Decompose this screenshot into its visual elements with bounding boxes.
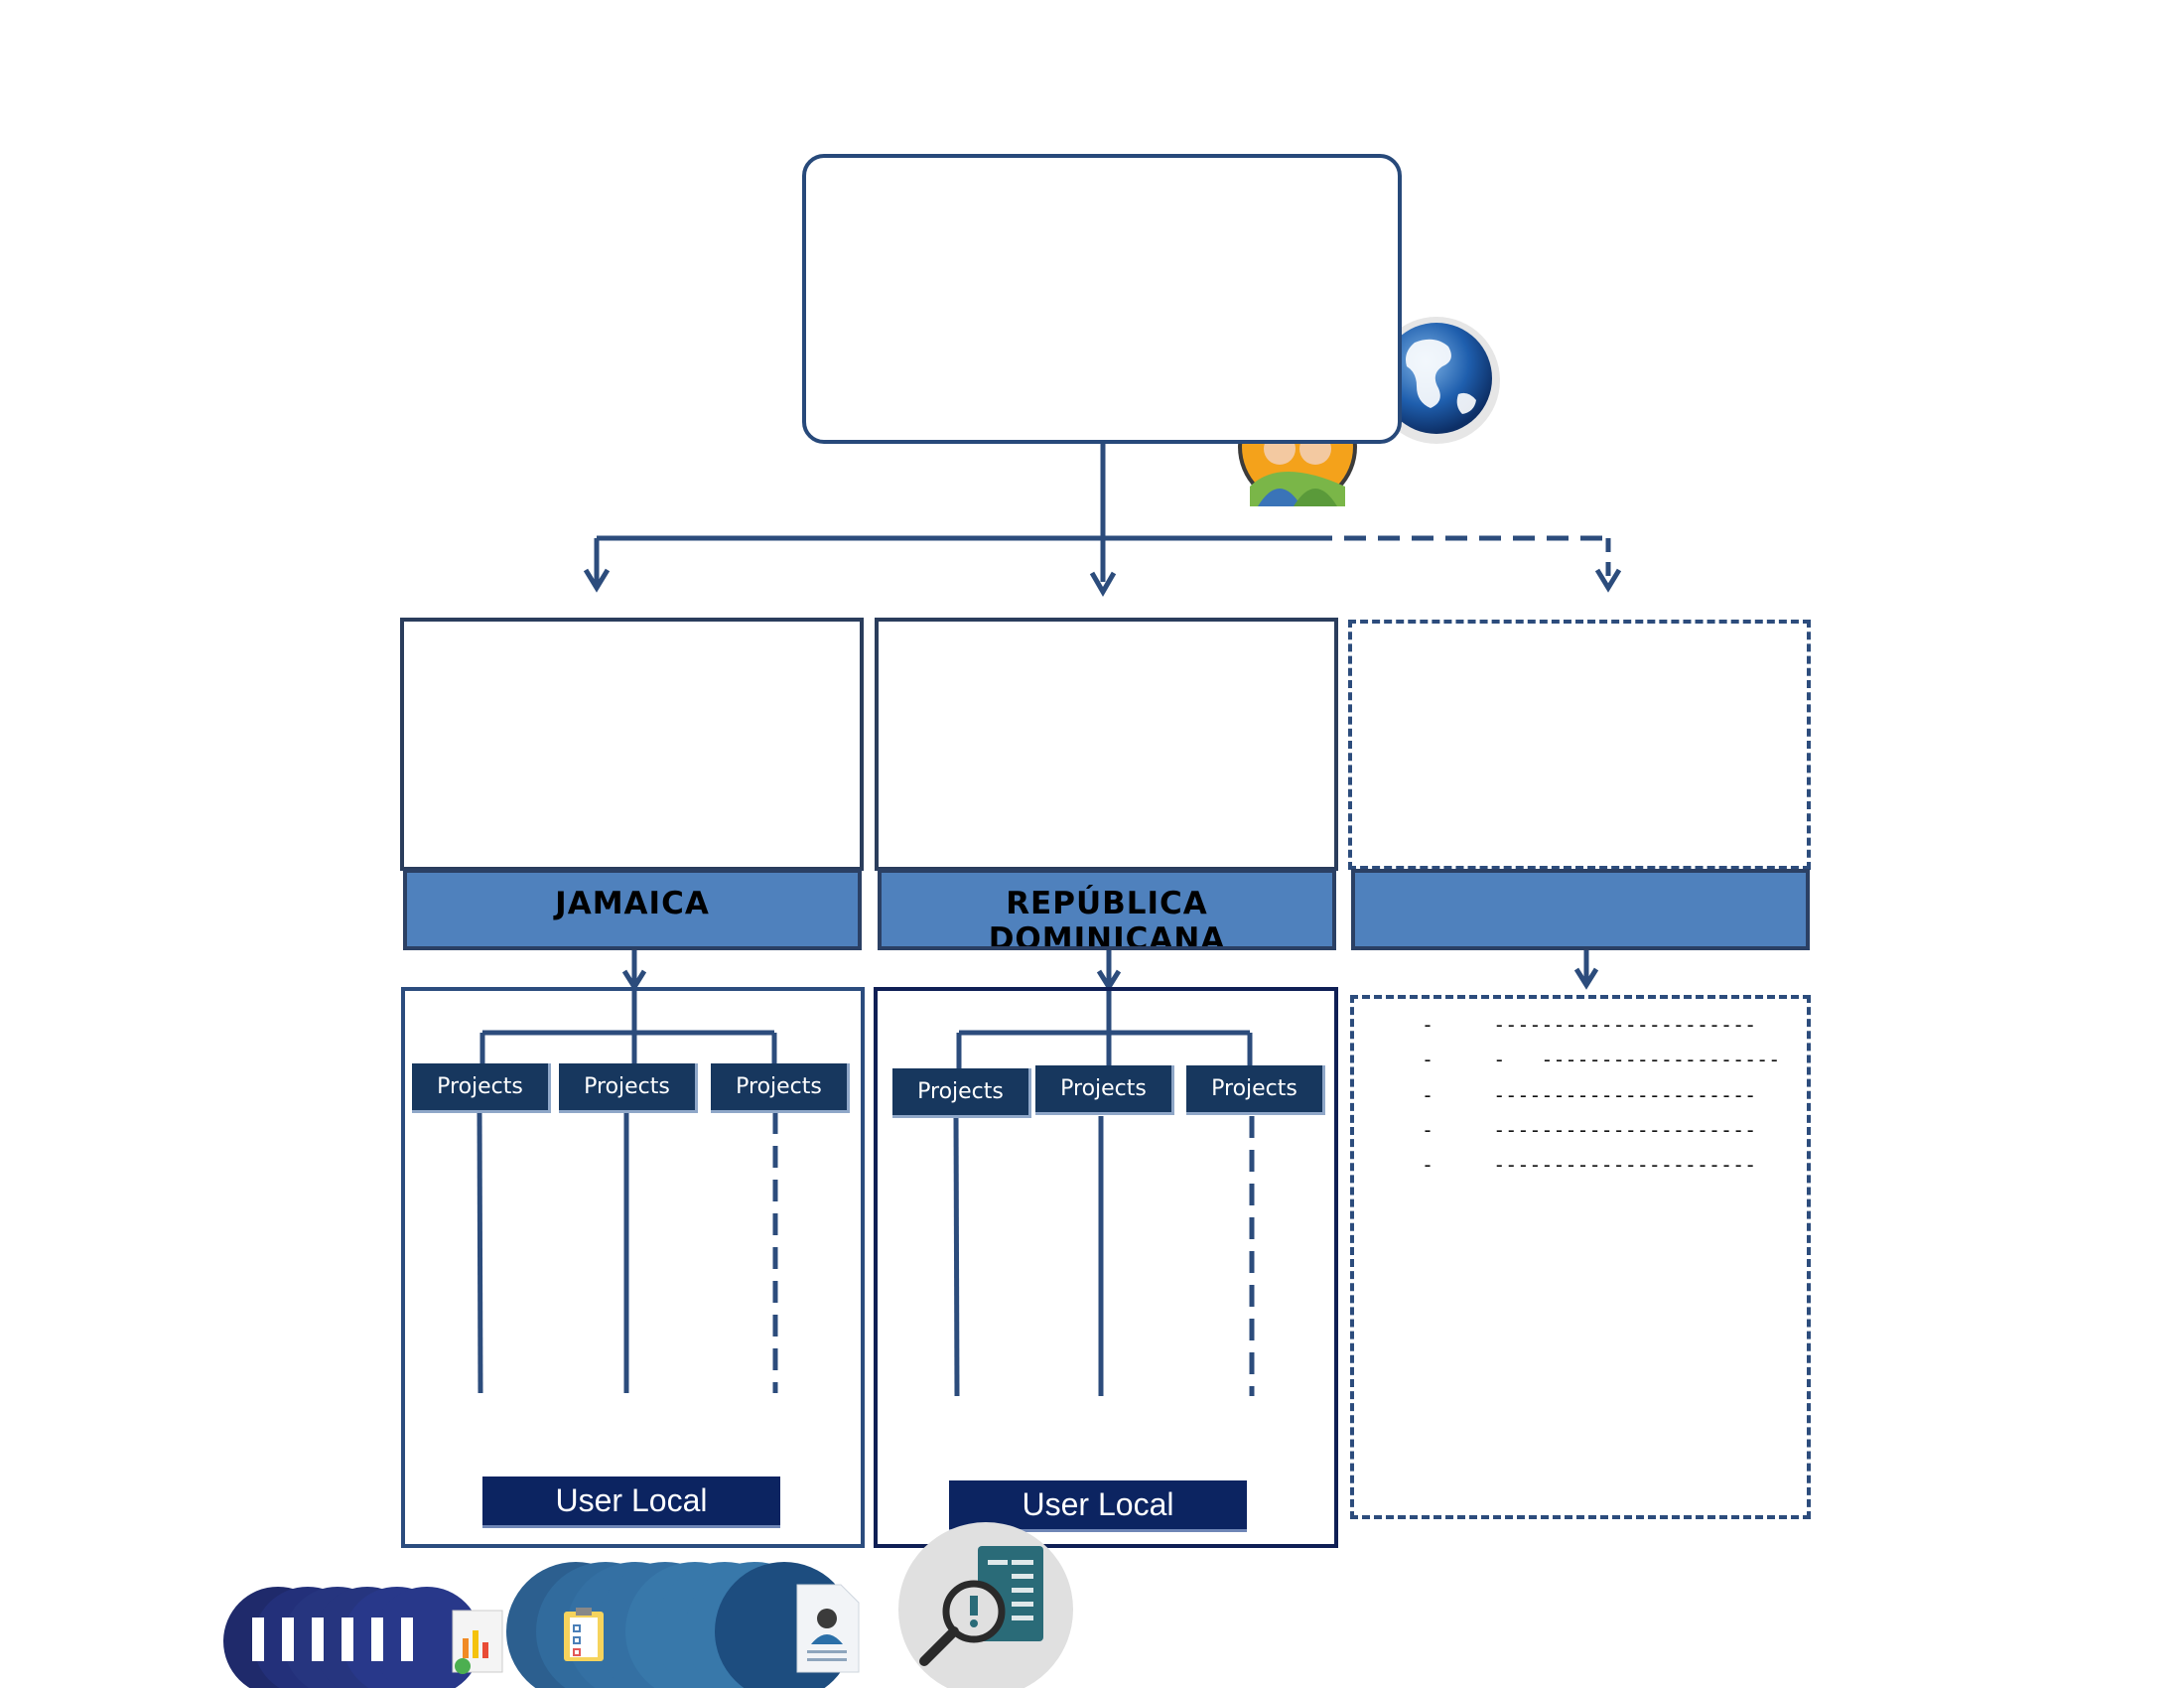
projects-label: Projects	[736, 1074, 822, 1099]
projects-label: Projects	[1211, 1076, 1297, 1101]
rd-project-line-1	[953, 1115, 960, 1397]
chart-document-icon	[452, 1610, 503, 1674]
country-bar-rd: REPÚBLICA DOMINICANA	[878, 869, 1336, 950]
country-card-jamaica	[400, 618, 864, 871]
projects-label: Projects	[1060, 1076, 1147, 1101]
country-name-jamaica: JAMAICA	[555, 886, 710, 921]
top-organization-box	[802, 154, 1402, 444]
projects-label: Projects	[917, 1079, 1004, 1104]
person-profile-document-icon	[796, 1584, 860, 1673]
dashed-list-item: - ----------------------	[1422, 1083, 1757, 1107]
user-local-label: User Local	[1022, 1486, 1174, 1522]
projects-label: Projects	[584, 1074, 670, 1099]
country-card-third	[1348, 620, 1811, 870]
dashed-list-item: - ----------------------	[1422, 1118, 1757, 1142]
jamaica-projects-button-3[interactable]: Projects	[711, 1063, 850, 1113]
projects-label: Projects	[437, 1074, 523, 1099]
country-card-rd	[875, 618, 1338, 871]
document-search-alert-icon	[898, 1522, 1073, 1688]
dashed-list-item: - ----------------------	[1422, 1153, 1757, 1177]
projects-panel-rd	[874, 987, 1338, 1548]
country-name-rd: REPÚBLICA DOMINICANA	[988, 886, 1226, 950]
dashed-list-panel	[1350, 995, 1811, 1519]
jamaica-user-local-button[interactable]: User Local	[482, 1477, 780, 1528]
jamaica-projects-button-2[interactable]: Projects	[559, 1063, 698, 1113]
arrow-head-1	[583, 568, 611, 593]
rd-projects-button-2[interactable]: Projects	[1035, 1065, 1174, 1115]
rd-projects-button-1[interactable]: Projects	[892, 1068, 1031, 1118]
rd-projects-button-3[interactable]: Projects	[1186, 1065, 1325, 1115]
arrow-head-3	[1594, 568, 1622, 593]
dashed-list-item: - - --------------------	[1422, 1048, 1781, 1071]
dashed-list-item: - ----------------------	[1422, 1013, 1757, 1037]
projects-panel-jamaica	[401, 987, 865, 1548]
jamaica-projects-button-1[interactable]: Projects	[412, 1063, 551, 1113]
arrow-head-third	[1573, 967, 1599, 990]
report-icon	[223, 1587, 481, 1688]
arrow-head-2	[1089, 571, 1117, 597]
user-local-label: User Local	[555, 1482, 708, 1518]
country-bar-jamaica: JAMAICA	[403, 869, 862, 950]
jam-project-line-1	[477, 1111, 483, 1394]
globe-icon	[1375, 317, 1500, 444]
country-bar-third	[1351, 869, 1810, 950]
